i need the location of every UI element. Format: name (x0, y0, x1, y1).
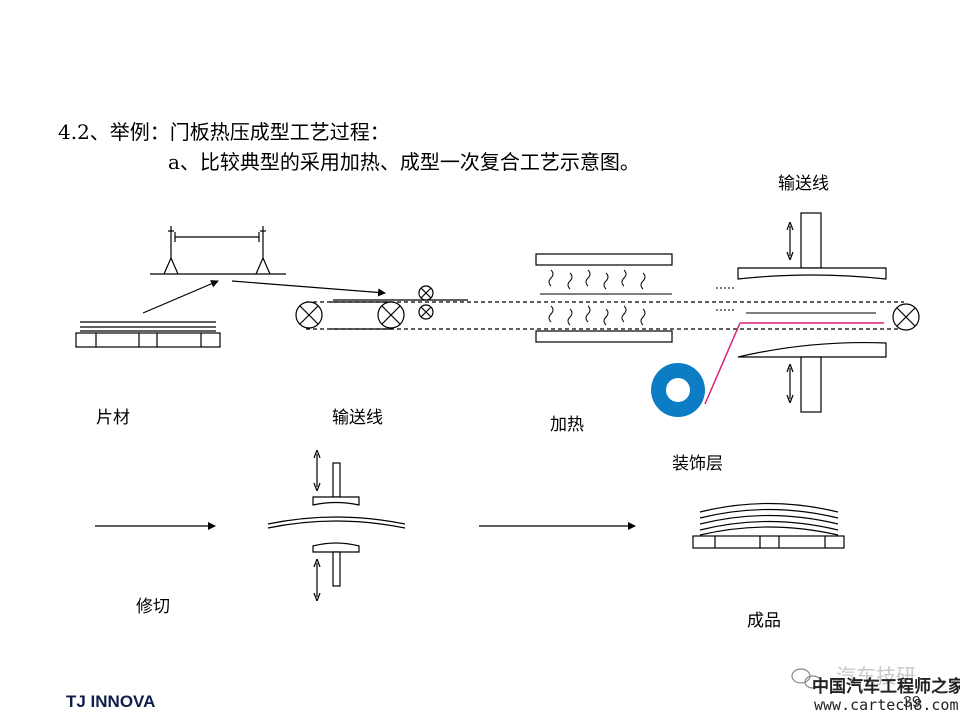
arrow-sheet-to-gripper (142, 280, 219, 314)
watermark-url: www.cartech8.com (814, 696, 959, 714)
label-trimming: 修切 (136, 597, 170, 617)
conveyor-roller (892, 303, 920, 331)
arrow-gripper-to-conveyor (231, 280, 386, 297)
label-sheet: 片材 (96, 408, 130, 428)
heater-upper-plate (535, 253, 673, 266)
sheet-stack (75, 321, 221, 348)
finished-stack (692, 502, 845, 549)
watermark-site-name: 中国汽车工程师之家 (812, 677, 960, 697)
label-finished: 成品 (747, 611, 781, 631)
section-subheading: a、比较典型的采用加热、成型一次复合工艺示意图。 (168, 150, 640, 174)
trim-lower-die (312, 542, 360, 587)
label-conveyor-2: 输送线 (778, 174, 829, 194)
section-heading: 4.2、举例：门板热压成型工艺过程： (58, 120, 390, 144)
transfer-gripper (150, 226, 286, 275)
heat-waves (548, 269, 646, 326)
heater-lower-plate (535, 330, 673, 343)
sheet-in-press (716, 287, 876, 314)
press-upper-die (737, 212, 887, 280)
decor-roll (651, 363, 705, 417)
footer-brand: TJ INNOVA (66, 692, 156, 711)
conveyor-line (306, 299, 904, 330)
trim-upper-die (312, 462, 360, 506)
decor-film (704, 322, 884, 405)
label-heating: 加热 (550, 415, 584, 435)
label-conveyor-1: 输送线 (332, 408, 383, 428)
conveyor-roller (377, 301, 405, 329)
watermark-faint-text: 汽车技研 (836, 664, 916, 688)
page-number: 39 (903, 694, 921, 711)
pinch-roller (418, 285, 434, 301)
label-decor-layer: 装饰层 (672, 454, 723, 474)
conveyor-roller (295, 301, 323, 329)
press-lower-die (737, 341, 887, 413)
trim-part (267, 520, 406, 529)
wechat-icon (791, 668, 822, 689)
pinch-roller (418, 304, 434, 320)
